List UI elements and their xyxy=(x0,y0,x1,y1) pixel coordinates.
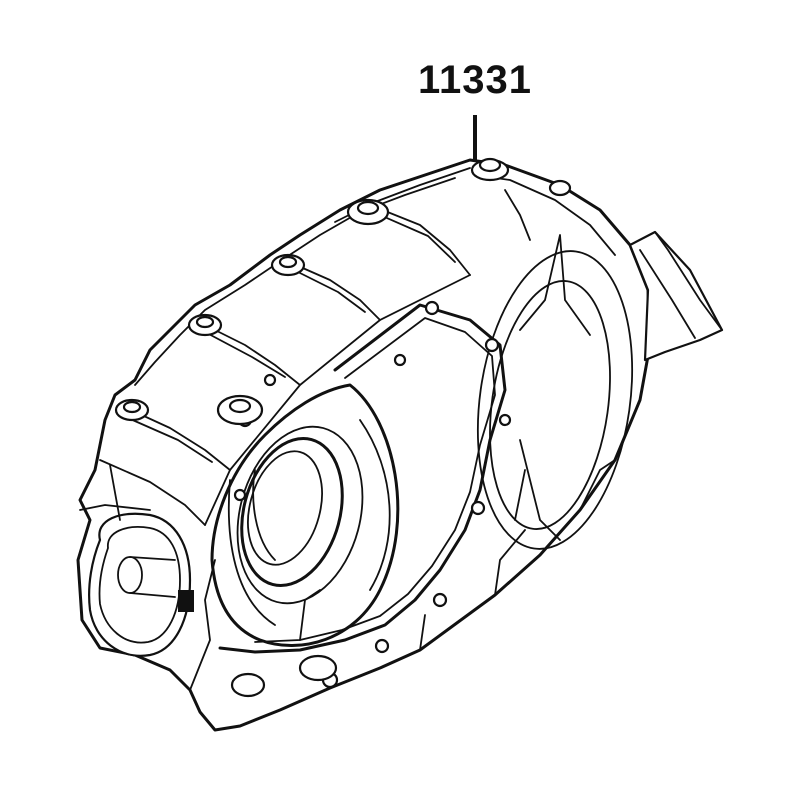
part-number-callout: 11331 xyxy=(417,58,533,102)
crankcase-part-drawing xyxy=(76,157,724,732)
